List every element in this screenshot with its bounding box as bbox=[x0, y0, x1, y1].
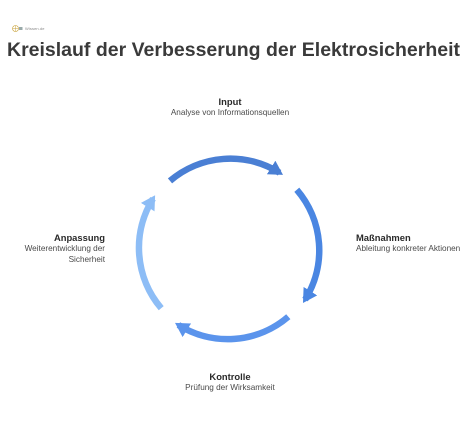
page-title: Kreislauf der Verbesserung der Elektrosi… bbox=[6, 39, 460, 61]
stage-kontrolle-label: Kontrolle bbox=[209, 371, 251, 382]
logo: Wissen.de bbox=[12, 25, 45, 32]
logo-icon bbox=[12, 25, 23, 32]
logo-text: Wissen.de bbox=[25, 26, 45, 31]
stage-input: Input Analyse von Informationsquellen bbox=[160, 96, 300, 119]
arrow-kontrolle-to-anpassung bbox=[175, 314, 291, 343]
arrow-massnahmen-to-kontrolle bbox=[294, 187, 323, 303]
stage-massnahmen: Maßnahmen Ableitung konkreter Aktionen bbox=[356, 232, 461, 255]
stage-massnahmen-description: Ableitung konkreter Aktionen bbox=[356, 244, 461, 253]
arrow-anpassung-to-input bbox=[135, 195, 164, 311]
stage-kontrolle-description: Prüfung der Wirksamkeit bbox=[185, 383, 275, 392]
stage-anpassung: Anpassung Weiterentwicklung der Sicherhe… bbox=[10, 232, 105, 265]
stage-massnahmen-label: Maßnahmen bbox=[356, 232, 411, 243]
stage-input-label: Input bbox=[218, 96, 242, 107]
stage-anpassung-label: Anpassung bbox=[53, 232, 105, 243]
arrow-input-to-massnahmen bbox=[167, 155, 283, 184]
stage-input-description: Analyse von Informationsquellen bbox=[170, 108, 290, 117]
stage-kontrolle: Kontrolle Prüfung der Wirksamkeit bbox=[160, 371, 300, 394]
stage-anpassung-description: Weiterentwicklung der Sicherheit bbox=[24, 244, 105, 264]
